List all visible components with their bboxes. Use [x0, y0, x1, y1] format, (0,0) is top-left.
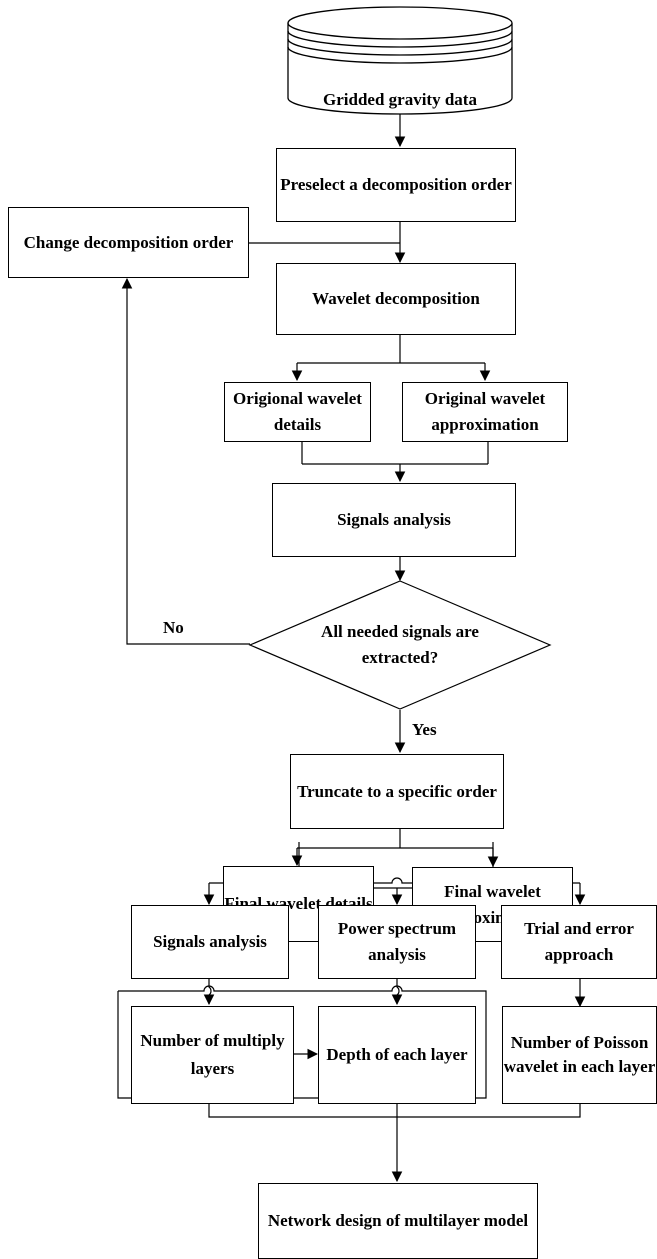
edge-power-depth [391, 979, 403, 1006]
original-approximation-box: Original wavelet approximation [402, 382, 568, 442]
number-poisson-box: Number of Poisson wavelet in each layer [502, 1006, 657, 1104]
power-spectrum-box: Power spectrum analysis [318, 905, 476, 979]
signals-analysis-box: Signals analysis [272, 483, 516, 557]
edge-loop-bar [117, 985, 487, 1099]
edge-label-no: No [163, 618, 184, 637]
wavelet-decomposition-box: Wavelet decomposition [276, 263, 516, 335]
gridded-gravity-data: Gridded gravity data [323, 90, 477, 109]
change-order-box: Change decomposition order [8, 207, 249, 278]
trial-error-box: Trial and error approach [501, 905, 657, 979]
edge-label-yes: Yes [412, 720, 437, 739]
depth-layer-box: Depth of each layer [318, 1006, 476, 1104]
preselect-order-box: Preselect a decomposition order [276, 148, 516, 222]
decision-text: All needed signals are extracted? [321, 622, 479, 667]
signals-analysis-2-box: Signals analysis [131, 905, 289, 979]
edge-no [121, 277, 250, 645]
original-details-box: Origional wavelet details [224, 382, 371, 442]
network-design-box: Network design of multilayer model [258, 1183, 538, 1259]
decision-diamond [248, 580, 552, 710]
edge-signals2-layers [203, 979, 215, 1006]
number-layers-box: Number of multiply layers [131, 1006, 294, 1104]
database-cylinder [287, 6, 513, 115]
edge-bottom-left [208, 1104, 581, 1118]
truncate-box: Truncate to a specific order [290, 754, 504, 829]
edge-final-bar-top [209, 877, 580, 884]
